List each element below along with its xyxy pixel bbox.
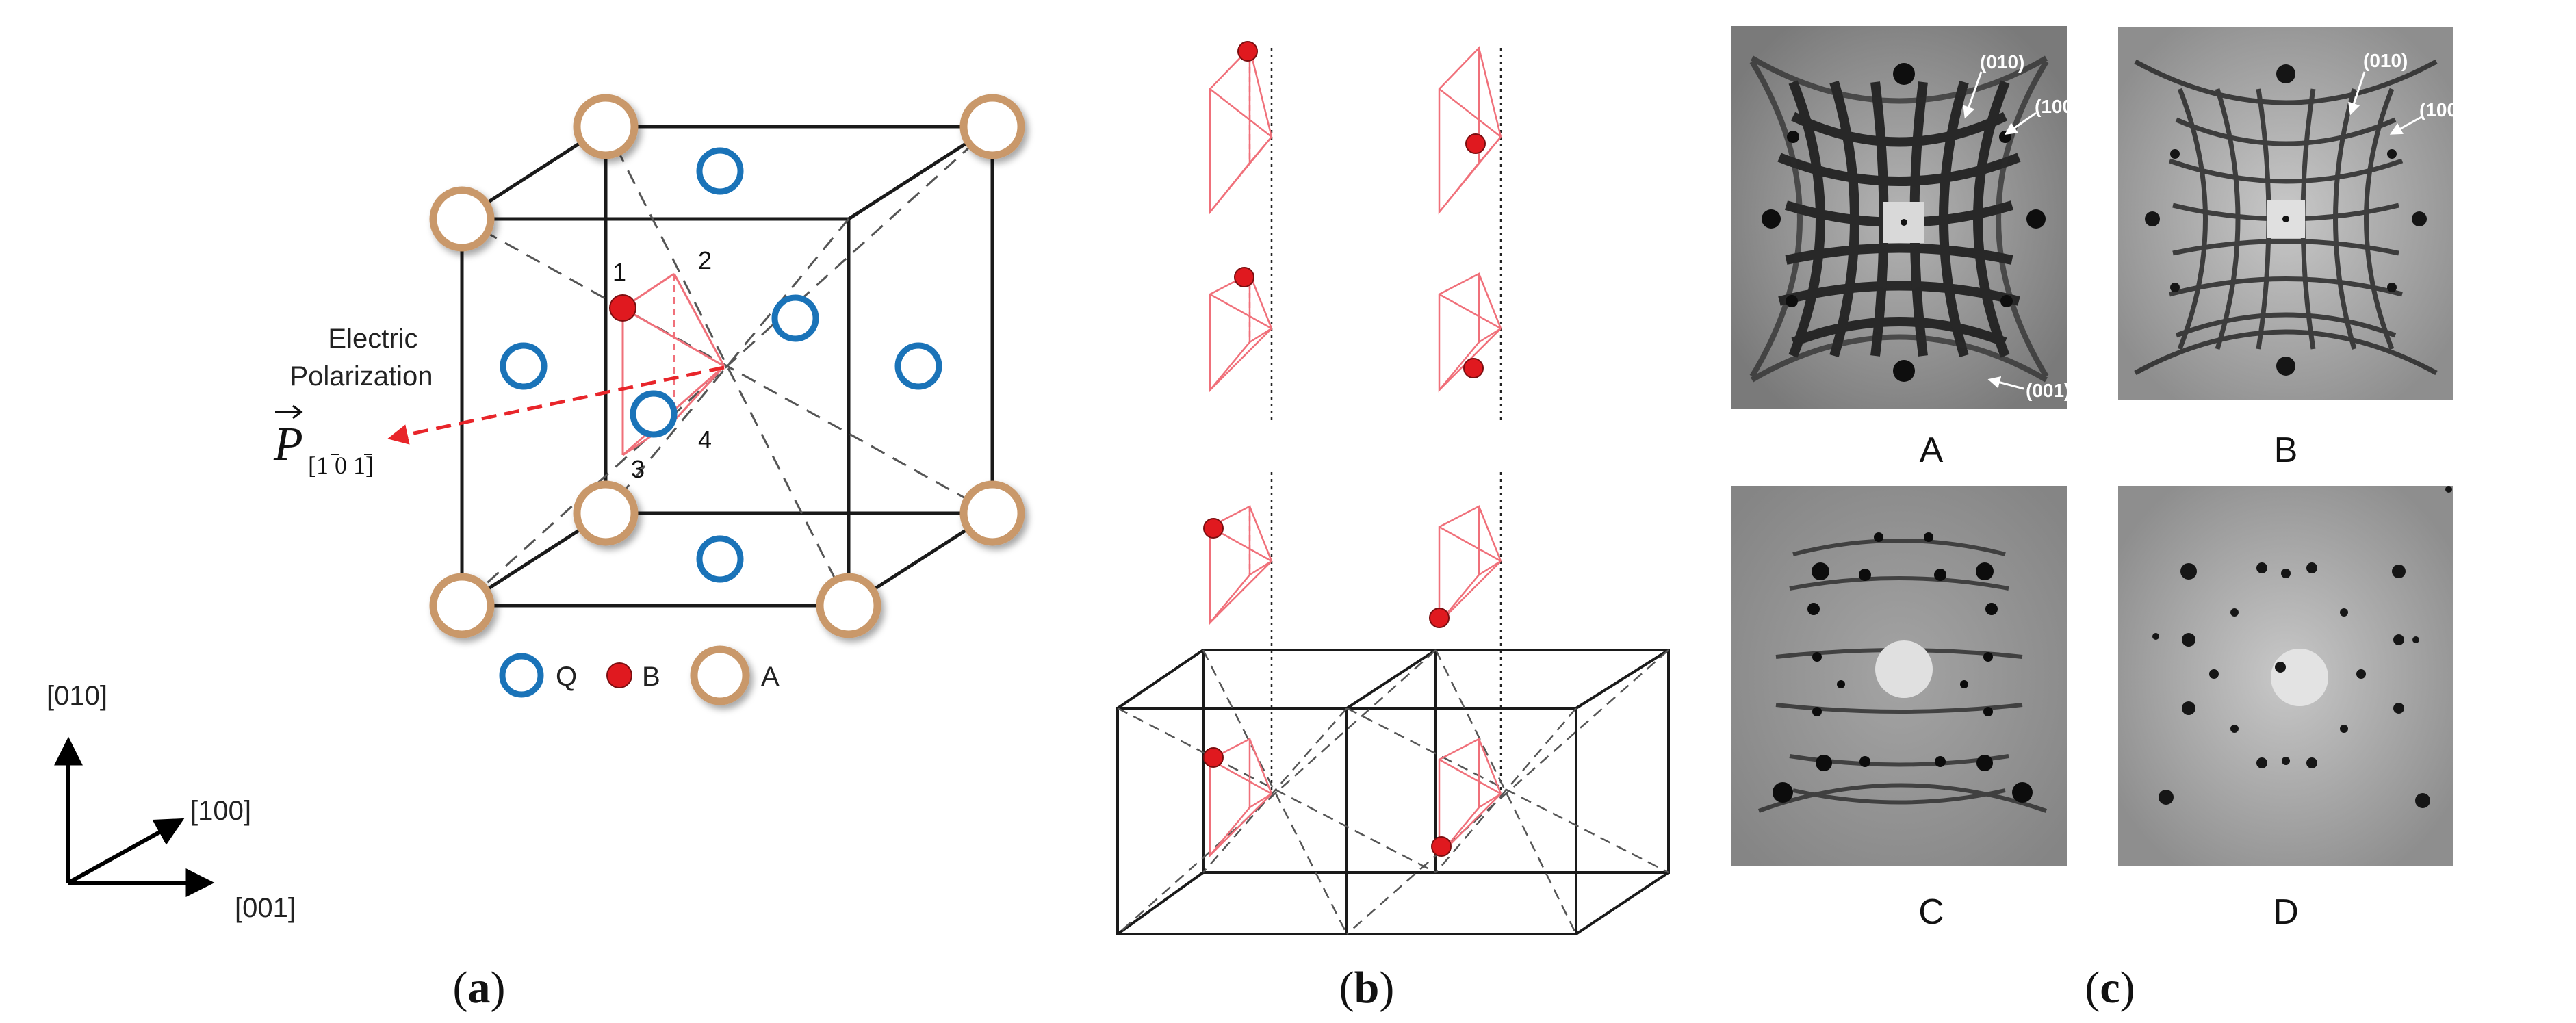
atom-legend: Q B A (499, 645, 780, 705)
legend-b-icon (606, 662, 632, 688)
site-number-1: 1 (613, 258, 626, 286)
b-atom (1429, 608, 1450, 628)
a-atom (429, 186, 495, 252)
b-atom (1431, 836, 1452, 857)
a-atoms (429, 94, 1025, 638)
a-atom (959, 480, 1025, 546)
a-atom (816, 573, 881, 638)
diffraction-image-b: (010) (100) (2118, 27, 2464, 400)
legend-q-label: Q (556, 662, 577, 692)
annotation-010-b: (010) (2363, 50, 2408, 71)
vector-p-subscript: [1 0 1] (308, 452, 374, 479)
legend-q-icon (499, 653, 544, 698)
b-atom (1465, 133, 1486, 154)
panel-c-caption: (c) (2085, 963, 2135, 1013)
b-atom (609, 294, 636, 322)
q-atom (696, 147, 744, 195)
q-atoms (500, 147, 942, 583)
b-atom (1234, 267, 1254, 287)
tetrahedron-right-1 (1438, 45, 1502, 215)
image-label-c: C (1918, 892, 1944, 932)
double-cell-back (1202, 649, 1670, 874)
legend-a-label: A (761, 662, 780, 692)
q-atom (894, 342, 942, 390)
double-cell-edges (1116, 649, 1670, 935)
annotation-100-a: (100) (2035, 96, 2079, 117)
axis-label-100: [100] (190, 796, 251, 826)
guide-lines (1270, 48, 1502, 801)
site-number-4: 4 (698, 426, 712, 454)
polarization-label-line1: Electric (328, 324, 417, 354)
cube-back-face (604, 125, 994, 515)
tetrahedron-left-2 (1209, 272, 1273, 393)
panel-b: (b) (1116, 41, 1670, 1013)
diffraction-image-a: (010) (100) (001) (1731, 26, 2079, 409)
image-label-d: D (2273, 892, 2299, 932)
polarization-label-line2: Polarization (289, 361, 433, 391)
tetrahedron-cell-left (1209, 737, 1273, 858)
image-label-b: B (2274, 430, 2298, 470)
a-atom (573, 94, 639, 159)
q-atom (771, 294, 819, 342)
tetrahedron-cell-right (1438, 737, 1502, 858)
coordinate-axes (54, 736, 215, 897)
panel-a: 1 2 3 4 Electric Polarization P [1 0 1] … (47, 94, 1025, 1013)
tetrahedron-left-1 (1209, 45, 1273, 215)
panel-b-caption: (b) (1339, 963, 1395, 1013)
axis-label-001: [001] (235, 893, 296, 923)
a-atom (573, 480, 639, 546)
polarization-arrow (387, 365, 725, 445)
vector-p-letter: P (273, 418, 303, 471)
a-atom (429, 573, 495, 638)
b-atom (1237, 41, 1258, 62)
double-cell-diagonals (1117, 649, 1669, 935)
site-number-2: 2 (698, 246, 712, 274)
annotation-001-a: (001) (2026, 380, 2070, 401)
q-atom (500, 342, 548, 390)
image-label-a: A (1920, 430, 1944, 470)
polarization-vector-symbol: P [1 0 1] (273, 404, 374, 479)
diffraction-image-c (1731, 486, 2067, 866)
panel-a-caption: (a) (453, 963, 506, 1013)
q-atom (696, 535, 744, 583)
q-atom (630, 390, 678, 438)
b-atom (1463, 358, 1484, 378)
tetrahedron-right-3 (1438, 504, 1502, 625)
cube-body-diagonals (461, 125, 994, 607)
annotation-010-a: (010) (1980, 51, 2024, 73)
legend-b-label: B (642, 662, 660, 692)
double-cell-front (1116, 707, 1577, 935)
cube-front-face (460, 217, 851, 608)
b-atom (1203, 747, 1224, 768)
annotation-100-b: (100) (2419, 99, 2464, 120)
b-atom (1203, 518, 1224, 539)
panel-c: (010) (100) (001) A (1731, 26, 2464, 1013)
a-atom (959, 94, 1025, 159)
diffraction-image-d (2118, 486, 2453, 866)
legend-a-icon (690, 645, 750, 705)
site-number-3: 3 (631, 455, 645, 483)
axis-label-010: [010] (47, 681, 107, 711)
